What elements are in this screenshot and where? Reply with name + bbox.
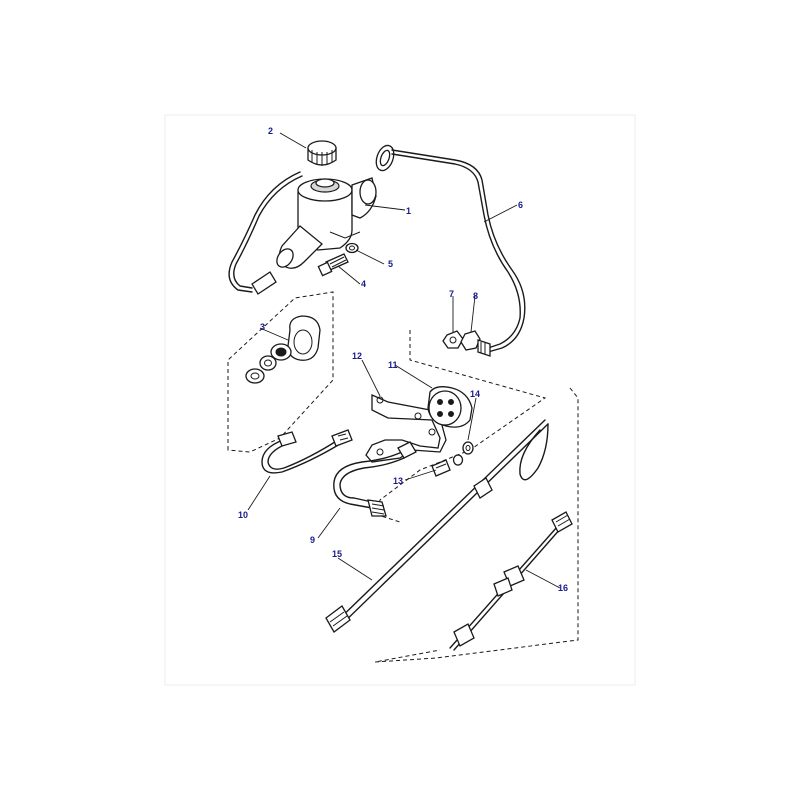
part-10-pipe bbox=[261, 429, 353, 474]
callout-2: 2 bbox=[268, 126, 273, 136]
part-3-seal-kit bbox=[227, 291, 334, 453]
callout-16: 16 bbox=[558, 583, 568, 593]
callout-5: 5 bbox=[388, 259, 393, 269]
part-5-washer bbox=[345, 242, 359, 254]
pipes-enclosure bbox=[374, 387, 579, 663]
callout-1: 1 bbox=[406, 206, 411, 216]
callout-13: 13 bbox=[393, 476, 403, 486]
callout-6: 6 bbox=[518, 200, 523, 210]
callout-12: 12 bbox=[352, 351, 362, 361]
part-6-pipe bbox=[228, 149, 526, 353]
part-13-bleed-screw bbox=[431, 459, 451, 477]
callout-14: 14 bbox=[470, 389, 480, 399]
part-9-hose bbox=[333, 441, 417, 517]
callout-7: 7 bbox=[449, 289, 454, 299]
part-16-pipe bbox=[449, 511, 573, 651]
part-7-nut bbox=[442, 330, 464, 349]
callout-15: 15 bbox=[332, 549, 342, 559]
part-4-bolt bbox=[317, 253, 349, 277]
callout-11: 11 bbox=[388, 360, 398, 370]
part-1-master-cylinder bbox=[276, 144, 395, 269]
part-14-washers bbox=[452, 441, 474, 466]
diagram-panel bbox=[164, 114, 636, 686]
callout-4: 4 bbox=[361, 279, 366, 289]
part-2-reservoir-cap bbox=[307, 140, 337, 166]
callout-3: 3 bbox=[260, 322, 265, 332]
part-8-union bbox=[460, 330, 491, 357]
callout-8: 8 bbox=[473, 291, 478, 301]
part-15-long-pipe bbox=[325, 419, 549, 633]
callout-10: 10 bbox=[238, 510, 248, 520]
callout-9: 9 bbox=[310, 535, 315, 545]
leader-lines bbox=[247, 132, 561, 589]
part-11-slave-cylinder bbox=[427, 386, 473, 428]
